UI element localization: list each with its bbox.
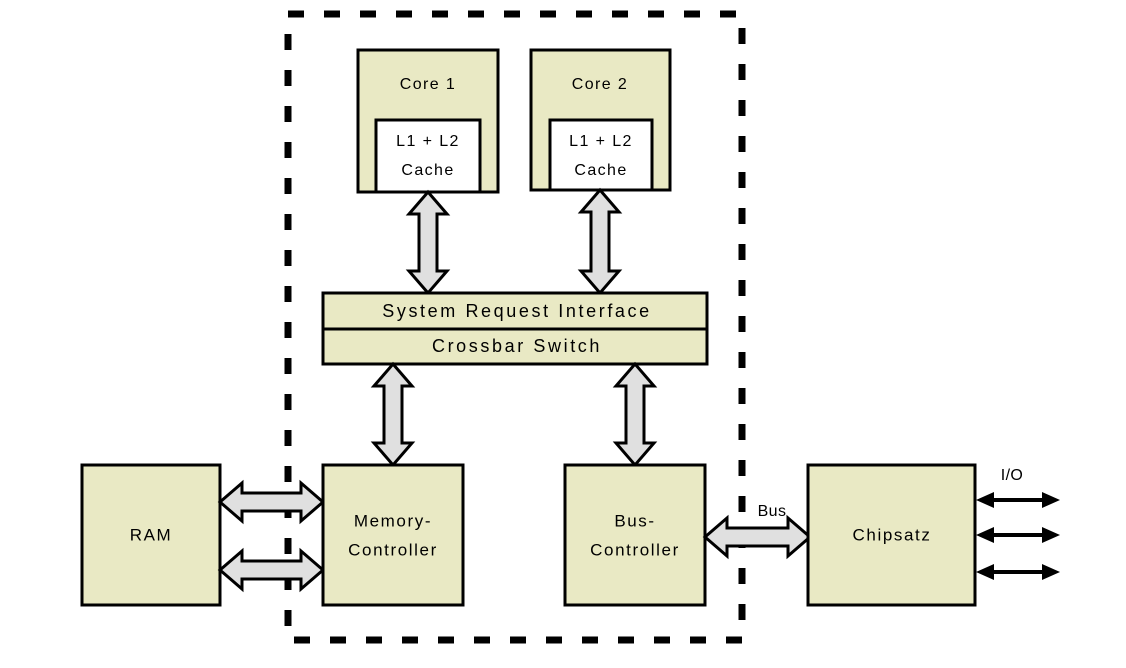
core-2-cache-line-1: L1 + L2 <box>569 133 633 150</box>
memory-controller-box <box>321 463 465 607</box>
memory-controller-group: Memory- Controller <box>321 463 465 607</box>
ram-box <box>80 463 222 607</box>
bus-controller-label-line-2: Controller <box>590 540 680 559</box>
core2-to-sri-arrow <box>577 187 623 296</box>
memory-controller-label-line-1: Memory- <box>354 511 432 530</box>
core-1-label: Core 1 <box>400 76 456 93</box>
bus-controller-group: Bus- Controller <box>563 463 707 607</box>
ram-memctrl-upper-arrow <box>217 479 326 525</box>
interconnect-group: System Request Interface Crossbar Switch <box>321 291 709 366</box>
ram-memctrl-lower-arrow <box>217 547 326 593</box>
chipsatz-label: Chipsatz <box>853 525 932 544</box>
core-1-cache-line-1: L1 + L2 <box>396 133 460 150</box>
cpu-die-boundary <box>284 10 746 644</box>
bus-controller-chipsatz-arrow <box>702 514 813 560</box>
core-2-label: Core 2 <box>572 76 628 93</box>
core-2-cache-line-2: Cache <box>574 162 627 179</box>
system-request-interface-box <box>321 291 709 331</box>
chipsatz-group: Chipsatz <box>806 463 977 607</box>
memory-controller-label-line-2: Controller <box>348 540 438 559</box>
core1-to-sri-arrow <box>405 189 451 296</box>
crossbar-switch-label: Crossbar Switch <box>432 336 602 356</box>
ram-label: RAM <box>130 525 173 544</box>
core-2-cache-box <box>548 118 654 192</box>
system-request-interface-label: System Request Interface <box>382 301 652 321</box>
io-label: I/O <box>1001 467 1024 484</box>
bus-label: Bus <box>758 503 787 520</box>
bus-controller-box <box>563 463 707 607</box>
bus-controller-label-line-1: Bus- <box>614 511 655 530</box>
crossbar-to-bus-controller-arrow <box>612 361 658 468</box>
core-1-cache-line-2: Cache <box>401 162 454 179</box>
core-1-cache-box <box>374 118 482 194</box>
core-2-group: Core 2 L1 + L2 Cache <box>529 48 672 192</box>
io-arrow-2 <box>976 527 1060 543</box>
chipsatz-box <box>806 463 977 607</box>
io-arrow-3 <box>976 564 1060 580</box>
core-1-group: Core 1 L1 + L2 Cache <box>356 48 500 194</box>
crossbar-to-memory-controller-arrow <box>370 361 416 468</box>
ram-group: RAM <box>80 463 222 607</box>
crossbar-switch-box <box>321 327 709 366</box>
io-arrow-1 <box>976 492 1060 508</box>
